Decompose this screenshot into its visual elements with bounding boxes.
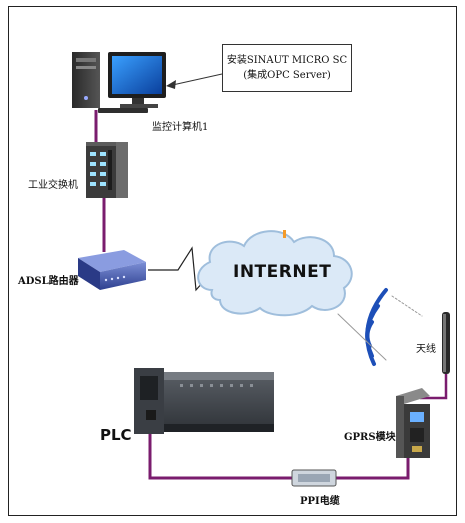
label-internet: INTERNET	[233, 262, 332, 282]
callout-line-1: 安装SINAUT MICRO SC	[226, 55, 348, 66]
plc-icon	[134, 368, 274, 434]
antenna-icon	[442, 312, 450, 374]
gprs-module-icon	[396, 388, 430, 458]
router-icon	[78, 250, 146, 290]
label-plc: PLC	[100, 426, 132, 444]
label-gprs: GPRS模块	[344, 432, 396, 443]
link-plc-cable-gprs	[148, 432, 410, 480]
internet-cloud-icon	[197, 230, 353, 317]
computer-icon	[72, 52, 166, 113]
callout-line-2: (集成OPC Server)	[243, 70, 331, 81]
label-antenna: 天线	[416, 344, 436, 355]
label-cable: PPI电缆	[300, 496, 340, 507]
label-monitor-pc: 监控计算机1	[152, 122, 209, 133]
ppi-cable-icon	[291, 469, 337, 487]
diagram-frame	[8, 6, 457, 516]
label-switch: 工业交换机	[28, 180, 78, 191]
wireless-signal-icon	[337, 288, 423, 366]
software-callout: 安装SINAUT MICRO SC (集成OPC Server)	[222, 44, 352, 92]
callout-arrow	[166, 73, 223, 89]
label-router: ADSL路由器	[18, 276, 79, 287]
industrial-switch-icon	[86, 142, 128, 198]
